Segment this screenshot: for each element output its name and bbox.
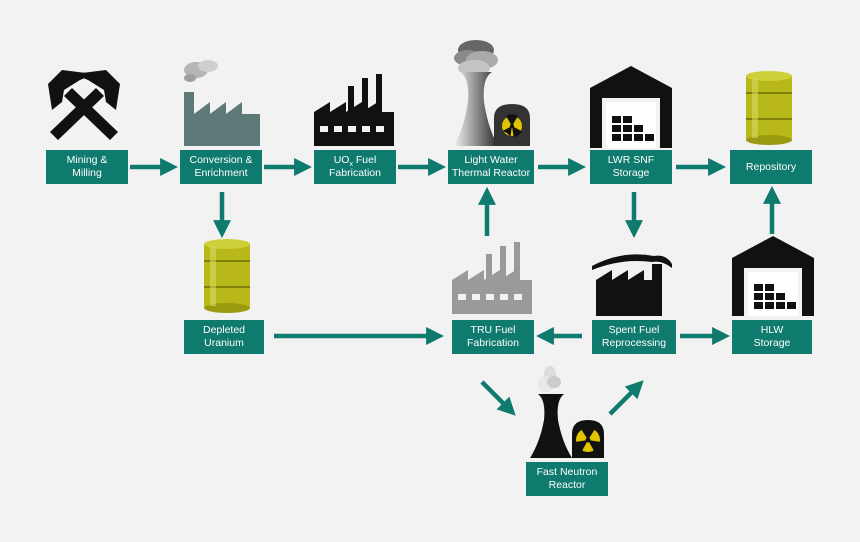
node-label-line1: Light Water xyxy=(464,154,518,166)
node-spent-fuel-reprocessing: Spent Fuel Reprocessing xyxy=(592,320,676,354)
node-label-line2: Uranium xyxy=(204,337,244,349)
snf-storage-building-icon xyxy=(590,66,672,148)
node-label-line2: Enrichment xyxy=(194,167,248,179)
node-label-line1: Depleted xyxy=(202,324,246,336)
node-fast-neutron-reactor: Fast Neutron Reactor xyxy=(526,462,608,496)
conversion-plant-icon xyxy=(184,60,260,146)
node-label-line1: Mining & xyxy=(66,154,108,166)
hlw-storage-building-icon xyxy=(732,236,814,316)
node-light-water-reactor: Light Water Thermal Reactor xyxy=(448,150,534,184)
node-mining-milling: Mining & Milling xyxy=(46,150,128,184)
node-label-line2: Thermal Reactor xyxy=(451,167,531,179)
node-label-line1: Spent Fuel xyxy=(608,324,660,336)
node-label-line1: LWR SNF xyxy=(607,154,655,166)
node-lwr-snf-storage: LWR SNF Storage xyxy=(590,150,672,184)
node-hlw-storage: HLW Storage xyxy=(732,320,812,354)
reprocessing-plant-icon xyxy=(592,254,672,316)
node-label-line2: Storage xyxy=(612,167,650,179)
lwr-reactor-icon xyxy=(454,40,530,146)
uo-subscript: x xyxy=(349,161,353,169)
uo-prefix: UO xyxy=(333,154,350,166)
node-label-line2: Milling xyxy=(72,167,102,179)
node-label-line1: Repository xyxy=(745,160,797,173)
uo-suffix: Fuel xyxy=(352,154,377,166)
node-label-line2: Storage xyxy=(753,337,791,349)
node-label-line1: Conversion & xyxy=(189,154,253,166)
node-conversion-enrichment: Conversion & Enrichment xyxy=(180,150,262,184)
arrow-fast-to-reprocessing xyxy=(608,380,644,416)
node-label-line1: TRU Fuel xyxy=(470,324,516,336)
node-label-line2: Fabrication xyxy=(329,167,381,179)
fuel-factory-icon xyxy=(314,74,394,146)
node-label-line1: HLW xyxy=(760,324,784,336)
fast-reactor-icon xyxy=(530,366,604,458)
node-label-line2: Reprocessing xyxy=(601,337,667,349)
crossed-hammers-icon xyxy=(48,70,120,140)
arrow-tru-fab-to-fast xyxy=(480,380,516,416)
node-label-line2: Reactor xyxy=(548,479,586,491)
node-tru-fuel-fabrication: TRU Fuel Fabrication xyxy=(452,320,534,354)
depleted-barrel-icon xyxy=(204,239,250,313)
node-label-line2: Fabrication xyxy=(467,337,519,349)
node-uox-fuel-fabrication: UOx Fuel Fabrication xyxy=(314,150,396,184)
node-depleted-uranium: Depleted Uranium xyxy=(184,320,264,354)
node-label-line1: Fast Neutron xyxy=(536,466,598,478)
repository-barrel-icon xyxy=(746,71,792,145)
node-label-line1: UOx Fuel xyxy=(333,154,377,169)
node-repository: Repository xyxy=(730,150,812,184)
tru-factory-icon xyxy=(452,242,532,314)
